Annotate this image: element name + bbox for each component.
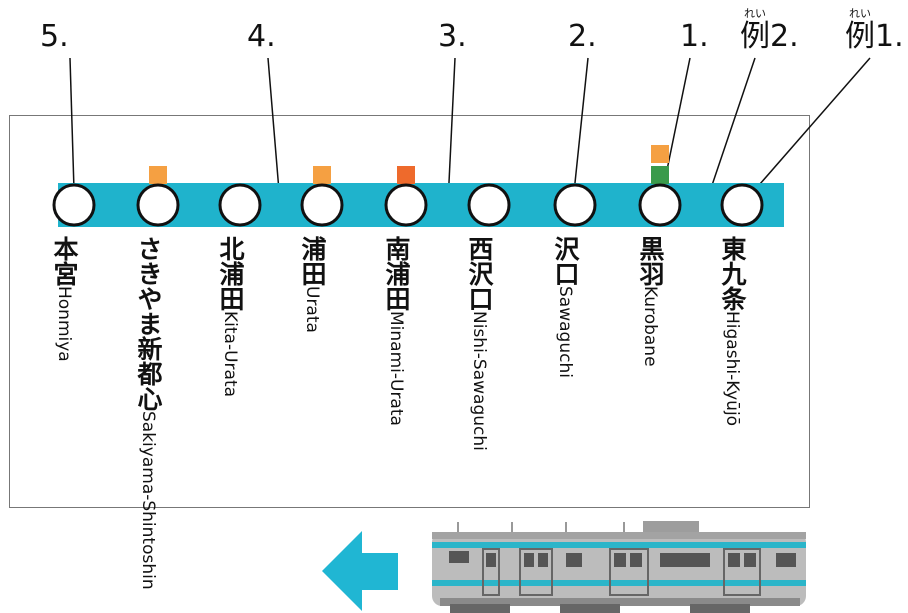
station-name-roman: Urata <box>302 286 322 333</box>
platform-marker-orange <box>149 166 167 184</box>
station-name-kanji: さきやま新都心 <box>134 236 163 411</box>
station-name: 北浦田Kita-Urata <box>216 236 245 398</box>
station-name-kanji: 黒羽 <box>636 236 665 286</box>
station-circle <box>300 183 344 227</box>
leader-line <box>69 57 75 191</box>
example-1-kanji-text: 例 <box>845 19 875 54</box>
label-2: 2. <box>568 19 597 54</box>
station-name-kanji: 本宮 <box>50 236 79 286</box>
station-circle <box>553 183 597 227</box>
station-name-kanji: 南浦田 <box>382 236 411 311</box>
label-example-2: 例 れい 2. <box>740 8 799 54</box>
station-name: さきやま新都心Sakiyama-Shintoshin <box>134 236 163 590</box>
station-name-roman: Sakiyama-Shintoshin <box>138 411 158 590</box>
leader-line <box>745 57 871 201</box>
station-circle <box>720 183 764 227</box>
leader-line <box>267 57 281 204</box>
station-circle <box>467 183 511 227</box>
station-name: 東九条Higashi-Kyūjō <box>718 236 747 427</box>
leader-line <box>572 57 589 203</box>
platform-marker-green <box>651 166 669 184</box>
label-1: 1. <box>680 19 709 54</box>
example-2-kanji: 例 れい <box>740 8 770 54</box>
label-5: 5. <box>40 19 69 54</box>
station-name-kanji: 西沢口 <box>465 236 494 311</box>
station-name: 西沢口Nishi-Sawaguchi <box>465 236 494 451</box>
station-name: 沢口Sawaguchi <box>551 236 580 378</box>
label-example-1: 例 れい 1. <box>845 8 904 54</box>
train-icon <box>432 521 806 613</box>
station-circles <box>52 183 764 227</box>
example-1-kanji: 例 れい <box>845 8 875 54</box>
station-name-kanji: 東九条 <box>718 236 747 311</box>
station-circle <box>638 183 682 227</box>
station-circle <box>218 183 262 227</box>
station-name-roman: Minami-Urata <box>386 311 406 426</box>
example-2-kanji-text: 例 <box>740 19 770 54</box>
platform-marker-red-orange <box>397 166 415 184</box>
station-name-kanji: 沢口 <box>551 236 580 286</box>
label-4: 4. <box>247 19 276 54</box>
station-board <box>9 115 810 508</box>
station-name-roman: Sawaguchi <box>555 286 575 378</box>
station-name-kanji: 北浦田 <box>216 236 245 311</box>
example-2-number: 2. <box>770 19 799 54</box>
station-circle <box>136 183 180 227</box>
label-3: 3. <box>438 19 467 54</box>
station-name-roman: Kurobane <box>640 286 660 367</box>
station-circle <box>52 183 96 227</box>
leader-line <box>447 57 456 204</box>
example-2-ruby: れい <box>744 7 766 20</box>
platform-marker-orange <box>651 145 669 163</box>
platform-markers <box>149 145 669 184</box>
station-name-roman: Higashi-Kyūjō <box>722 311 742 427</box>
platform-marker-orange <box>313 166 331 184</box>
example-1-ruby: れい <box>849 7 871 20</box>
station-name: 浦田Urata <box>298 236 327 333</box>
station-name: 南浦田Minami-Urata <box>382 236 411 426</box>
station-circle <box>384 183 428 227</box>
leader-lines <box>69 57 871 207</box>
station-name: 黒羽Kurobane <box>636 236 665 367</box>
station-name: 本宮Honmiya <box>50 236 79 362</box>
station-name-kanji: 浦田 <box>298 236 327 286</box>
station-name-roman: Nishi-Sawaguchi <box>469 311 489 451</box>
station-name-roman: Kita-Urata <box>220 311 240 398</box>
station-name-roman: Honmiya <box>54 286 74 362</box>
arrow-left-icon <box>322 531 398 611</box>
leader-line <box>704 57 756 207</box>
example-1-number: 1. <box>875 19 904 54</box>
